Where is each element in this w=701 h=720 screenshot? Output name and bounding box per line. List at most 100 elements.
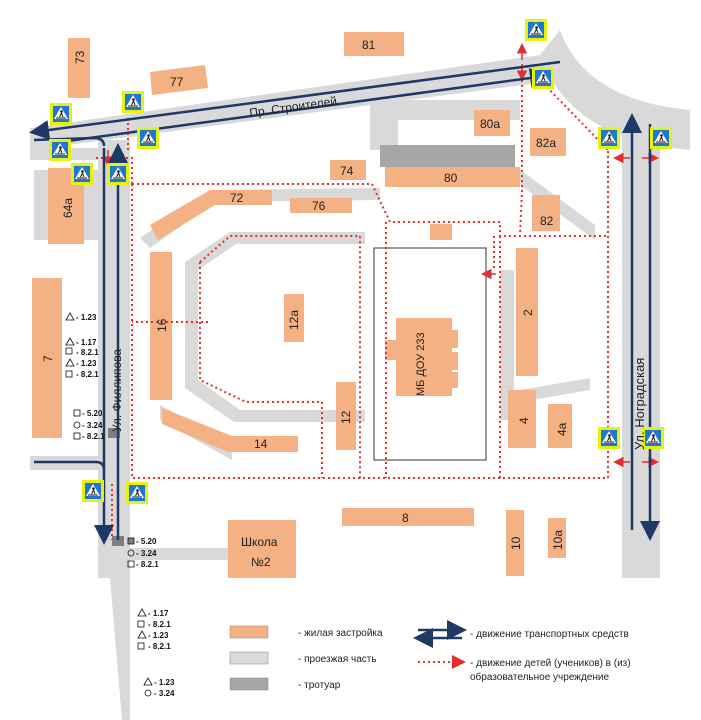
legend-label-roadway: - проезжая часть [298, 654, 377, 665]
pedestrian-crossing-icon [597, 126, 621, 150]
sign-note: - 1.23 [76, 359, 97, 368]
label-74: 74 [340, 164, 354, 178]
legend-label-children-1: - движение детей (учеников) в (из) [470, 658, 631, 669]
building-76 [290, 198, 352, 213]
legend-swatch-roadway [229, 651, 269, 665]
building-kindergarten-annex [430, 224, 452, 240]
sign-notes-g4: - 1.17 - 8.2.1 - 1.23 - 8.2.1 [137, 608, 171, 651]
sign-note: - 3.24 [136, 549, 157, 558]
kindergarten-territory [373, 247, 487, 461]
sign-note: - 8.2.1 [148, 642, 171, 651]
sign-note: - 5.20 [136, 537, 157, 546]
label-12a: 12а [287, 310, 301, 330]
building-labels: 81 73 77 80а 82а 74 80 72 76 82 64а 7 16… [41, 38, 569, 569]
sign-note: - 8.2.1 [136, 560, 159, 569]
sign-note: - 1.17 [148, 609, 169, 618]
pedestrian-crossing-icon [125, 481, 149, 505]
pedestrian-crossing-icon [49, 102, 73, 126]
road-fillipova-south [110, 578, 130, 720]
building-2 [516, 248, 538, 376]
label-76: 76 [312, 199, 326, 213]
pedestrian-crossing-icon [81, 479, 105, 503]
warning-triangle-icon [65, 312, 75, 321]
sign-notes-g3: - 5.20 - 3.24 - 8.2.1 [127, 537, 159, 569]
building-80 [385, 167, 520, 187]
plate-square-icon [65, 347, 73, 355]
warning-triangle-icon [65, 337, 75, 346]
plate-square-icon [127, 537, 135, 545]
sign-note: - 8.2.1 [76, 370, 99, 379]
plate-square-icon [73, 409, 81, 417]
sidewalk-school [112, 536, 124, 546]
warning-triangle-icon [137, 608, 147, 617]
sign-note: - 1.17 [76, 338, 97, 347]
legend-label-residential: - жилая застройка [298, 628, 383, 639]
legend-label-vehicles: - движение транспортных средств [470, 629, 629, 640]
label-80: 80 [444, 171, 458, 185]
sign-note: - 5.20 [82, 409, 103, 418]
label-77: 77 [170, 75, 184, 89]
sign-note: - 8.2.1 [76, 348, 99, 357]
street-label-nogradskaya: Ул. Ноградская [632, 358, 647, 450]
building-12a [284, 294, 304, 342]
label-4a: 4а [555, 422, 569, 436]
pedestrian-crossing-icon [121, 90, 145, 114]
plate-square-icon [137, 642, 145, 650]
building-4 [508, 390, 536, 448]
building-4a [548, 404, 572, 448]
sign-note: - 1.23 [76, 313, 97, 322]
label-10a: 10а [551, 530, 565, 550]
sign-notes-g5: - 1.23 - 3.24 [143, 677, 175, 698]
label-14: 14 [254, 437, 268, 451]
label-school-line1: Школа [241, 535, 278, 549]
building-16 [150, 252, 172, 400]
building-7 [32, 278, 62, 438]
sign-note: - 8.2.1 [148, 620, 171, 629]
pedestrian-crossing-icon [48, 138, 72, 162]
sign-note: - 1.23 [154, 678, 175, 687]
legend: - жилая застройка - проезжая часть - тро… [229, 620, 631, 691]
building-82a [530, 128, 566, 156]
building-81 [344, 32, 404, 56]
label-64a: 64а [61, 198, 75, 218]
building-74 [330, 160, 366, 180]
legend-traffic-arrows-icon [413, 620, 467, 648]
sidewalk-north [380, 145, 515, 167]
plate-square-icon [127, 560, 135, 568]
label-73: 73 [73, 50, 87, 64]
building-77 [150, 65, 208, 95]
warning-triangle-icon [143, 677, 153, 686]
sign-notes-g1: - 1.23 - 1.17 - 8.2.1 - 1.23 - 8.2.1 [65, 312, 99, 379]
driveway-lower-right [520, 378, 590, 402]
sign-note: - 3.24 [82, 421, 103, 430]
pedestrian-crossing-icon [524, 18, 548, 42]
prohibition-circle-icon [73, 421, 81, 429]
sign-notes-g2: - 5.20 - 3.24 - 8.2.1 [73, 409, 105, 441]
label-10: 10 [509, 536, 523, 550]
building-82 [532, 195, 560, 231]
building-school [228, 520, 296, 578]
plate-square-icon [65, 370, 73, 378]
pedestrian-crossing-icon [70, 162, 94, 186]
pedestrian-crossing-icon [531, 66, 555, 90]
warning-triangle-icon [137, 630, 147, 639]
driveway-east-2 [370, 100, 398, 150]
label-72: 72 [230, 191, 244, 205]
building-14 [162, 408, 298, 452]
building-10a [548, 518, 566, 558]
pedestrian-crossing-icon [136, 126, 160, 150]
road-nogradskaya [622, 110, 660, 578]
driveway-school [130, 548, 230, 560]
sign-note: - 3.24 [154, 689, 175, 698]
driveway-right-vert [500, 270, 514, 420]
buildings-layer [32, 32, 572, 578]
building-72 [150, 190, 272, 240]
label-7: 7 [41, 355, 55, 362]
prohibition-circle-icon [127, 549, 135, 557]
sign-note: - 8.2.1 [82, 432, 105, 441]
sidewalk-fillipova [108, 428, 120, 438]
label-2: 2 [521, 309, 535, 316]
label-8: 8 [402, 511, 409, 525]
driveway-ring [185, 232, 365, 422]
